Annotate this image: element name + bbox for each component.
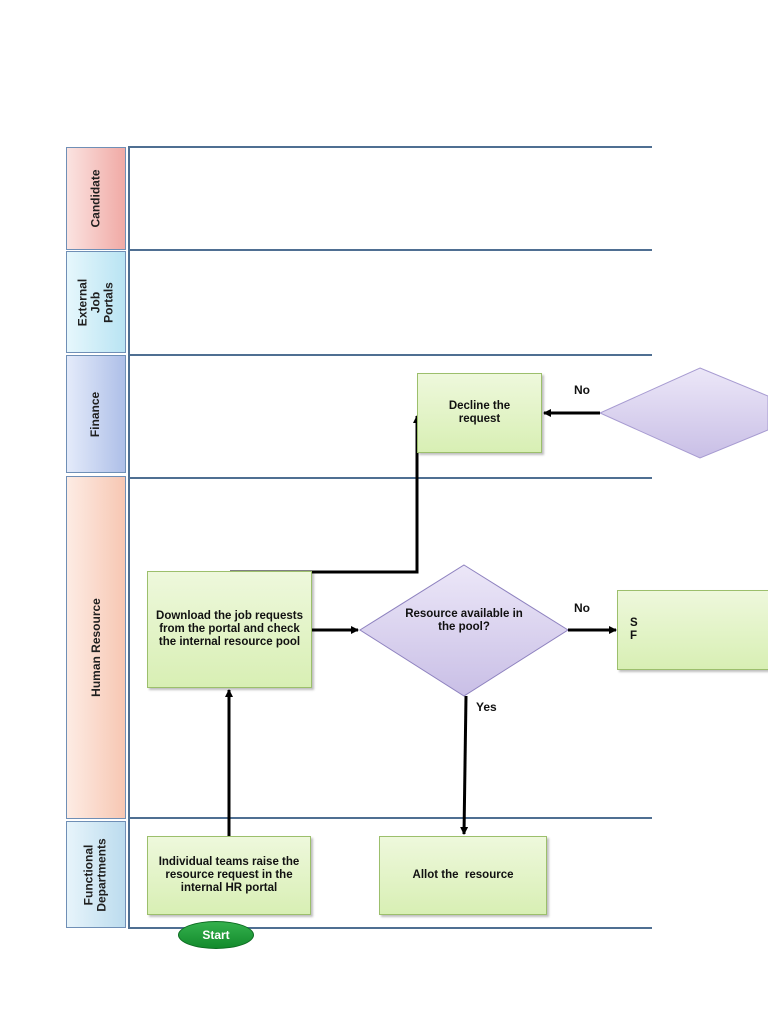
lane-divider-3 (128, 477, 652, 479)
lane-label-finance: Finance (66, 355, 126, 473)
lane-label-functional-departments: Functional Departments (66, 821, 126, 928)
edge-label-no-hr: No (574, 601, 590, 615)
process-allot-resource: Allot the resource (379, 836, 547, 915)
arrow-decision-yes (460, 695, 469, 835)
lane-divider-bottom (128, 927, 652, 929)
edge-label-no-finance: No (574, 383, 590, 397)
process-download-requests: Download the job requests from the porta… (147, 571, 312, 688)
decision-diamond-finance (598, 367, 768, 459)
lane-divider-top (128, 146, 652, 148)
arrow-download-to-decline (230, 415, 421, 574)
lane-label-candidate: Candidate (66, 147, 126, 250)
edge-label-yes: Yes (476, 700, 497, 714)
decision-resource-text: Resource available in the pool? (405, 608, 523, 633)
start-terminator: Start (178, 921, 254, 949)
lane-label-human-resource: Human Resource (66, 476, 126, 819)
process-raise-request: Individual teams raise the resource requ… (147, 836, 311, 915)
decision-diamond-resource (359, 564, 569, 697)
process-decline-request: Decline the request (417, 373, 542, 453)
process-partial-offscreen: S F (617, 590, 768, 670)
lane-divider-4 (128, 817, 652, 819)
lane-divider-1 (128, 249, 652, 251)
lane-divider-2 (128, 354, 652, 356)
lane-divider-vertical (128, 147, 130, 928)
lane-label-external-job-portals: External Job Portals (66, 251, 126, 353)
